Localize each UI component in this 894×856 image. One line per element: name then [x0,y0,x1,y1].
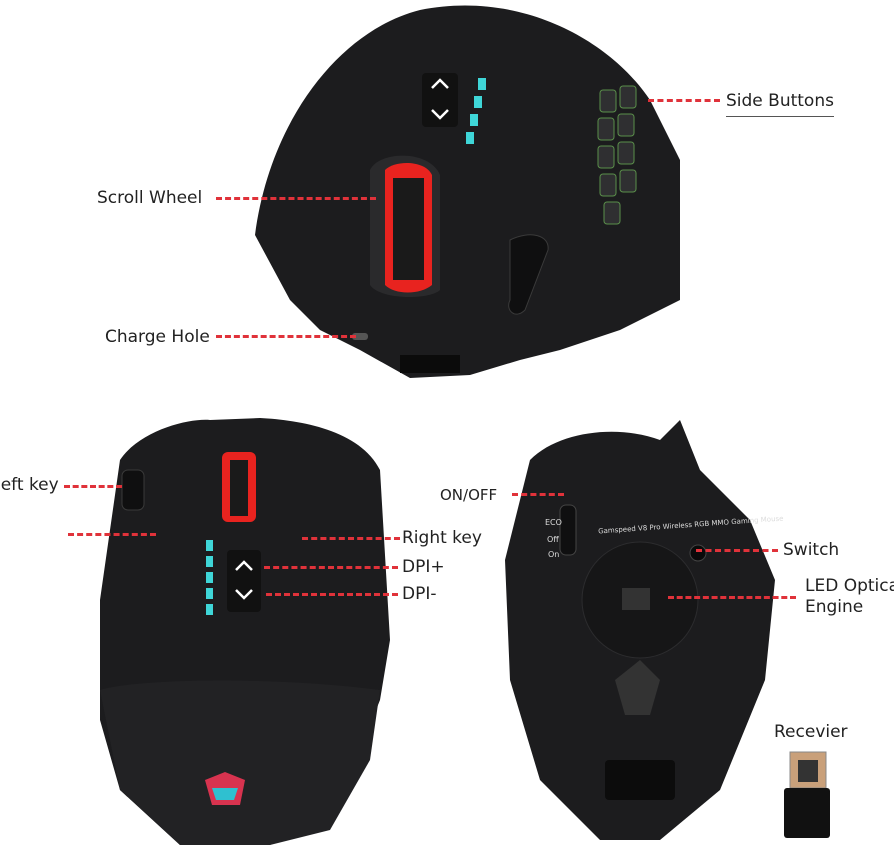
leader-switch [696,549,778,552]
label-led-optical-1: LED Optical [805,576,894,596]
leader-led-optical [668,596,796,599]
label-right-key: Right key [402,528,482,548]
mouse-bottom-view [505,420,775,840]
leader-charge-hole [216,335,356,338]
leader-left-key [64,485,122,488]
label-left-key: left key [0,475,59,495]
label-led-optical-2: Engine [805,597,864,617]
leader-dpi-plus [264,566,398,569]
leader-side-buttons [648,99,720,102]
mouse-front-view [100,418,390,845]
leader-left-button [68,533,156,536]
on-mark: On [548,550,560,559]
leader-on-off [512,493,564,496]
label-dpi-plus: DPI+ [402,557,445,577]
label-on-off: ON/OFF [440,486,498,504]
label-scroll-wheel: Scroll Wheel [97,188,203,208]
mouse-top-view [255,5,680,378]
label-receiver: Recevier [774,722,848,742]
label-switch: Switch [783,540,840,560]
usb-receiver [784,751,830,838]
eco-mark: ECO [545,518,562,527]
leader-dpi-minus [266,593,398,596]
label-side-buttons: Side Buttons [726,91,834,111]
off-mark: Off [547,535,559,544]
label-charge-hole: Charge Hole [105,327,210,347]
label-dpi-minus: DPI- [402,584,437,604]
leader-right-key [302,537,400,540]
side-buttons-underline [726,116,834,117]
leader-scroll-wheel [216,197,376,200]
